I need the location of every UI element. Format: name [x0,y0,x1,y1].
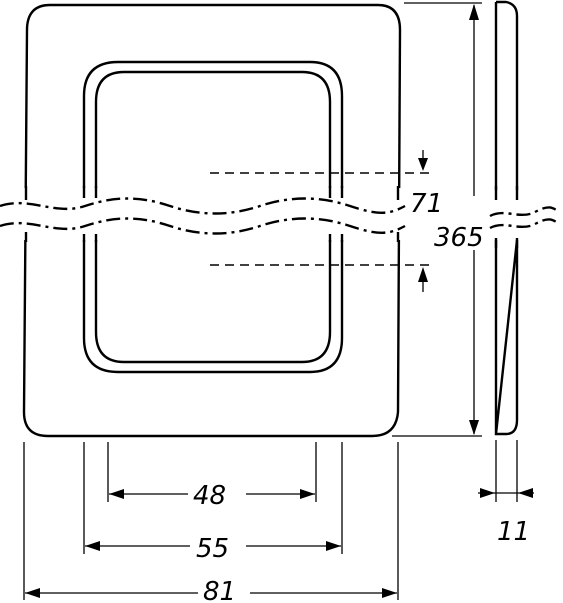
dim-81-arrow-left [25,588,40,598]
break-line-upper [0,197,406,215]
frame-outer-outline [22,3,402,438]
dim-365-label: 365 [434,223,484,253]
dim-71-arrow-top [418,158,428,171]
dim-55-label: 55 [196,534,229,564]
break-gap-front [20,188,405,240]
dim-71-arrow-bottom [418,267,428,282]
dim-11-label: 11 [497,517,530,547]
dim-11-arrow-left [480,488,495,498]
dim-81-label: 81 [203,577,236,603]
side-view-outline [494,0,519,436]
frame-opening-outer-contour [82,60,344,374]
dim-11-arrow-right [518,488,533,498]
side-break-line-upper [489,206,561,218]
frame-opening-inner-contour [94,70,332,364]
dim-48-arrow-right [300,489,315,499]
side-break-line-lower [489,218,561,230]
break-line-lower [0,217,406,235]
dim-55-arrow-right [326,541,341,551]
dim-81-arrow-right [382,588,397,598]
dim-48-label: 48 [193,481,226,511]
dim-48-arrow-left [109,489,124,499]
dim-365-arrow-bottom [469,420,479,435]
dim-71-label: 71 [410,189,443,219]
dim-365-arrow-top [469,4,479,20]
dim-55-arrow-left [85,541,100,551]
